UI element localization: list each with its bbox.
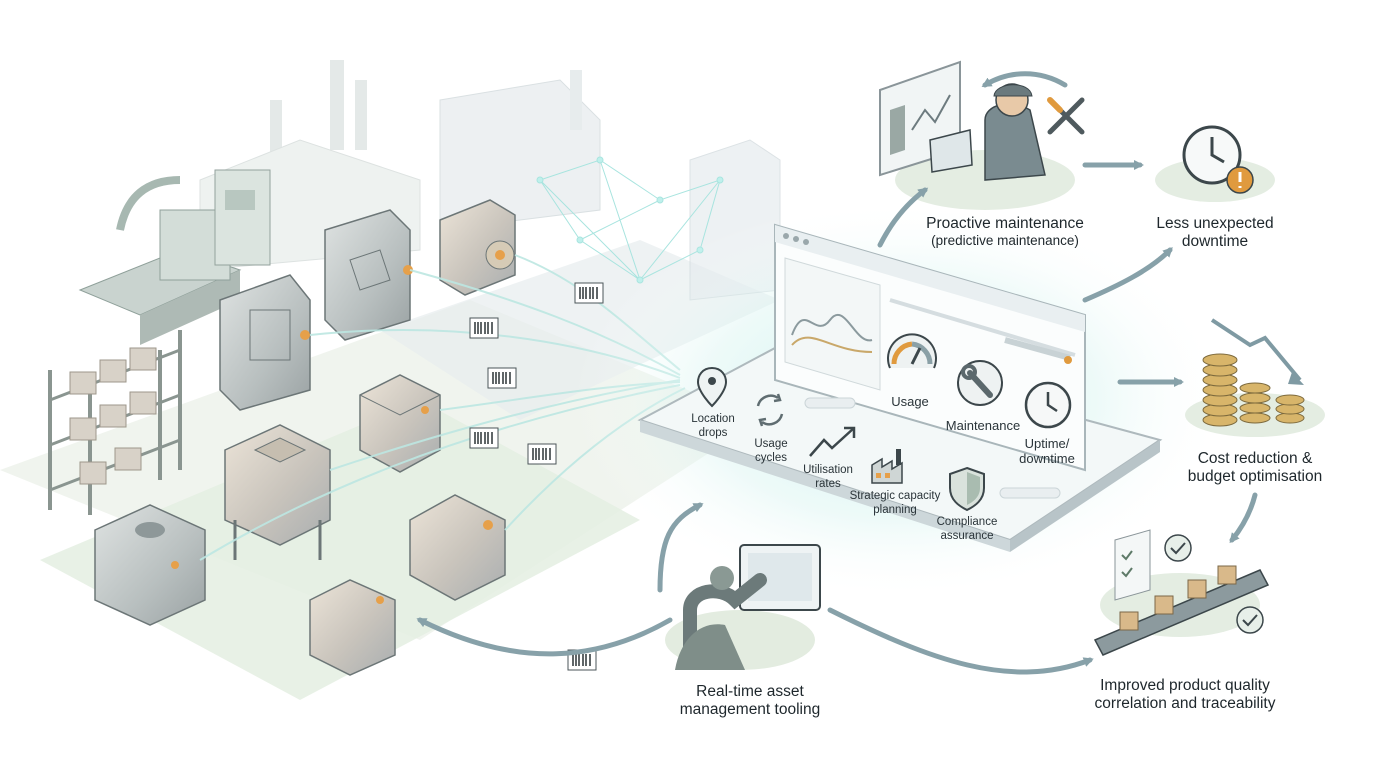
barcode-icon [574, 282, 604, 304]
barcode-icon [469, 427, 499, 449]
proactive-maintenance-title: Proactive maintenance [926, 215, 1084, 232]
barcode-icon [487, 367, 517, 389]
metric-capacity-line2: planning [873, 503, 917, 516]
clock-icon [1024, 381, 1072, 429]
gauge-uptime-line1: Uptime/ [1024, 436, 1070, 451]
metric-compliance-line1: Compliance [936, 516, 998, 528]
mould-2 [324, 209, 413, 341]
metric-usage-cycles-line2: cycles [755, 451, 787, 464]
mould-6 [409, 494, 506, 601]
metric-capacity-line1: Strategic capacity [849, 490, 941, 502]
location-pin-icon [696, 366, 728, 408]
storage-shelves [48, 330, 182, 515]
less-downtime-line1: Less unexpected [1156, 215, 1274, 232]
gauge-uptime-label: Uptime/ downtime [1010, 436, 1084, 467]
proactive-maintenance-label: Proactive maintenance (predictive mainte… [905, 215, 1105, 249]
quality-line2: correlation and traceability [1094, 695, 1276, 713]
quality-conveyor [1093, 529, 1270, 656]
barcode-icon [469, 317, 499, 339]
shield-icon [949, 466, 985, 512]
proactive-maintenance-subtitle: (predictive maintenance) [931, 233, 1079, 249]
factory-icon [871, 449, 903, 484]
cost-reduction-line1: Cost reduction & [1197, 450, 1313, 467]
metric-usage-cycles-line1: Usage [754, 438, 788, 450]
cycle-arrows-icon [756, 393, 784, 427]
flow-arrows [416, 71, 1258, 675]
less-downtime-label: Less unexpected downtime [1135, 215, 1295, 252]
quality-label: Improved product quality correlation and… [1075, 677, 1295, 714]
metric-utilisation-line1: Utilisation [803, 464, 853, 476]
realtime-line1: Real-time asset [696, 683, 804, 700]
gauge-maintenance-label: Maintenance [945, 418, 1021, 433]
metric-compliance: Compliance assurance [925, 516, 1009, 543]
barcode-tags [469, 282, 604, 671]
downtime-clock [1155, 125, 1275, 202]
trend-arrow-icon [809, 426, 856, 457]
mould-5 [224, 424, 331, 560]
mould-4 [359, 374, 441, 473]
metric-location-line2: drops [698, 426, 728, 439]
less-downtime-line2: downtime [1181, 233, 1249, 251]
metric-compliance-line2: assurance [940, 529, 994, 542]
metric-strategic-capacity: Strategic capacity planning [835, 490, 955, 517]
gauge-usage-label: Usage [891, 394, 929, 409]
mould-3 [439, 199, 516, 296]
metric-utilisation-rates: Utilisation rates [788, 464, 868, 491]
technician [879, 60, 1085, 210]
realtime-tooling-label: Real-time asset management tooling [655, 683, 845, 720]
gauge-uptime-line2: downtime [1019, 451, 1075, 467]
metric-location-drops: Location drops [678, 413, 748, 440]
conveyor-machine [78, 169, 271, 345]
network-mesh [536, 156, 724, 284]
realtime-line2: management tooling [679, 701, 821, 719]
operator-workstation [665, 544, 821, 670]
mould-8 [309, 579, 396, 676]
metric-utilisation-line2: rates [815, 477, 841, 490]
gauge-icon [887, 333, 937, 369]
barcode-icon [527, 443, 557, 465]
cost-reduction-label: Cost reduction & budget optimisation [1165, 450, 1345, 487]
dashboard-widgets [804, 397, 1061, 499]
cost-reduction-line2: budget optimisation [1187, 468, 1323, 486]
metric-usage-cycles: Usage cycles [738, 438, 804, 465]
mould-1 [219, 274, 311, 411]
mould-7 [94, 504, 206, 626]
quality-line1: Improved product quality [1100, 677, 1270, 694]
metric-location-line1: Location [691, 413, 735, 425]
wrench-icon [957, 360, 1003, 406]
coin-stacks [1185, 318, 1325, 437]
